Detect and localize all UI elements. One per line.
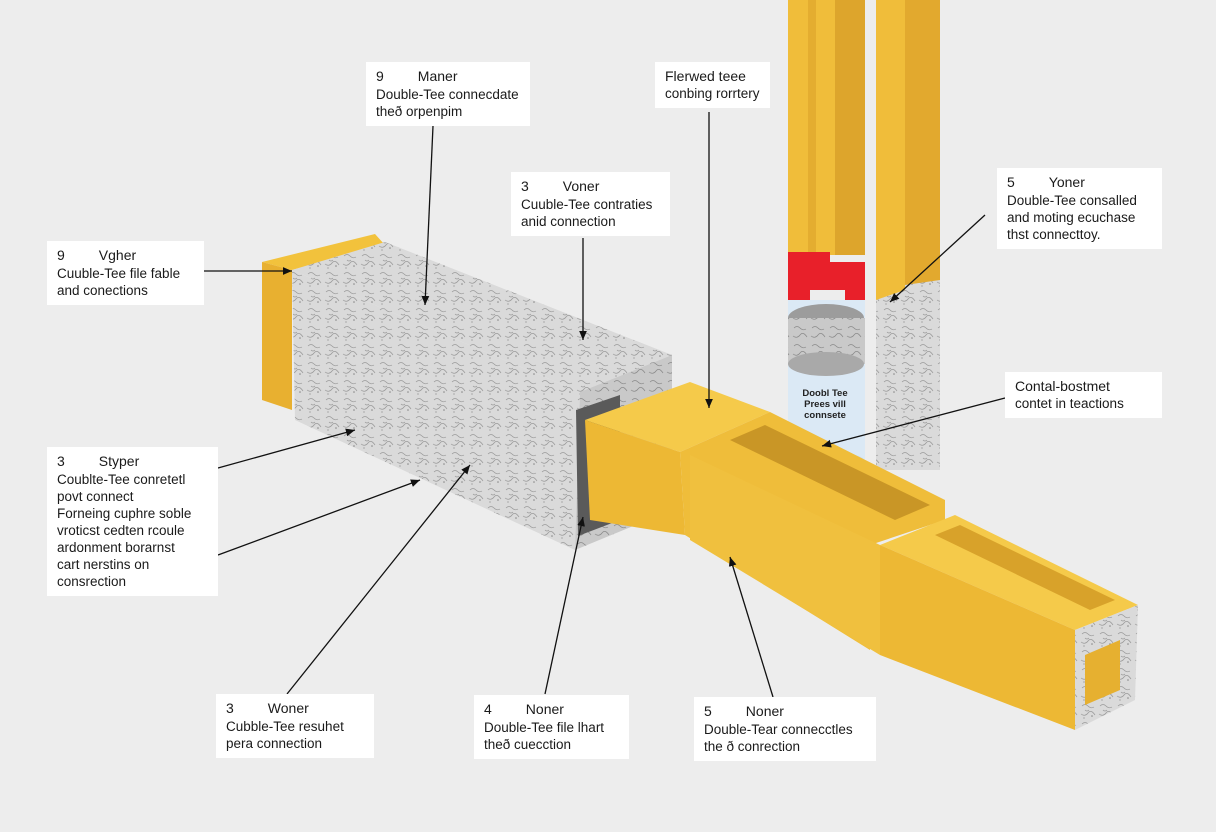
callout-line: consrection [57,574,127,589]
callout-number: 4 [484,701,492,717]
callout-number: 5 [704,703,712,719]
callout-vgher: 9 Vgher Cuuble-Tee file fable and conecti… [47,241,204,305]
callout-line: anid connection [521,214,616,229]
callout-title: Maner [417,68,458,84]
callout-line: contet in teactions [1015,396,1124,411]
callout-line: cart nerstins on [57,557,150,572]
callout-title: Voner [562,178,600,194]
callout-noner-5: 5 Noner Double-Tear connecctles the ð con… [694,697,876,761]
callout-line: theð orpenpim [376,104,463,119]
callout-line: vroticst cedten rcoule [57,523,185,538]
column-label-line: Prees vill [804,399,846,410]
callout-flerwed: Flerwed teee conbing rorrtery [655,62,770,108]
left-column [788,0,865,468]
callout-line: Double-Tee file lhart [484,720,605,735]
callout-line: pera connection [226,736,323,751]
callout-number: 3 [226,700,234,716]
callout-contal: Contal-bostmet contet in teactions [1005,372,1162,418]
callout-line: Cuuble-Tee file fable [57,266,181,281]
timber-beams [585,382,1138,730]
callout-number: 9 [376,68,384,84]
callout-maner: 9 Maner Double-Tee connecdate theð orpenp… [366,62,530,126]
column-label-line: Doobl Tee [802,388,848,399]
callout-yoner: 5 Yoner Double-Tee consalled and moting e… [997,168,1162,249]
callout-line: Double-Tear connecctles [704,722,853,737]
callout-line: Cubble-Tee resuhet [226,719,344,734]
callout-line: theð cuecction [484,737,572,752]
callout-line: and conections [57,283,148,298]
callout-title: Yoner [1048,174,1085,190]
callout-line: conbing rorrtery [665,86,760,101]
callout-line: ardonment borarnst [57,540,175,555]
callout-number: 3 [521,178,529,194]
leader-lines [204,112,1006,698]
callout-title: Woner [267,700,309,716]
callout-number: 3 [57,453,65,469]
callout-title: Noner [525,701,564,717]
callout-line: thst connecttoy. [1007,227,1101,242]
callout-title: Noner [745,703,784,719]
callout-title: Styper [98,453,140,469]
right-column [876,0,940,470]
callout-title: Flerwed teee [665,68,746,84]
callout-line: Double-Tee consalled [1007,193,1137,208]
callout-line: Double-Tee connecdate [376,87,519,102]
callout-line: Cuuble-Tee contraties [521,197,653,212]
callout-number: 5 [1007,174,1015,190]
callout-line: and moting ecuchase [1007,210,1136,225]
callout-line: Coublte-Tee conretetl [57,472,186,487]
callout-title: Contal-bostmet [1015,378,1110,394]
callout-woner: 3 Woner Cubble-Tee resuhet pera connectio… [216,694,374,758]
callout-line: the ð conrection [704,739,801,754]
column-label: Doobl Tee Prees vill connsete [792,388,858,421]
callout-voner: 3 Voner Cuuble-Tee contraties anid connec… [511,172,670,236]
callout-line: povt connect [57,489,134,504]
column-label-line: connsete [804,410,846,421]
callout-title: Vgher [98,247,137,263]
callout-noner-4: 4 Noner Double-Tee file lhart theð cuecct… [474,695,629,759]
callout-line: Forneing cuphre soble [57,506,192,521]
callout-number: 9 [57,247,65,263]
callout-styper: 3 Styper Coublte-Tee conretetl povt conne… [47,447,218,596]
